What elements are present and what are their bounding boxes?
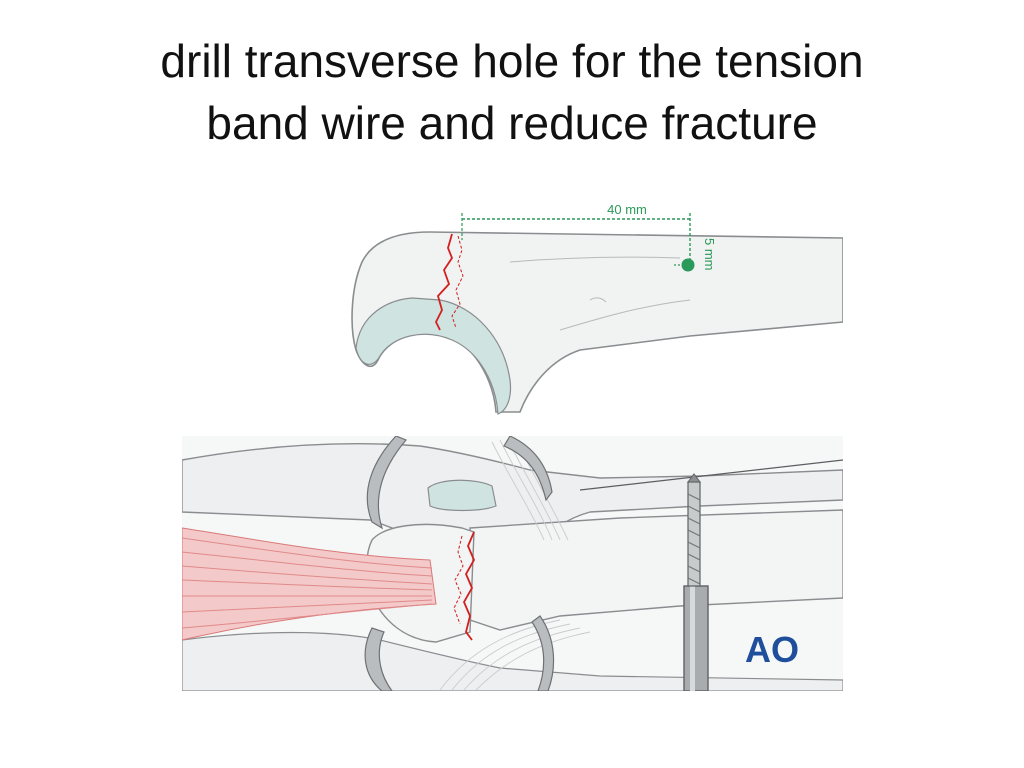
drill-shaft [683, 585, 709, 691]
horizontal-distance-label: 40 mm [607, 202, 647, 217]
drill-hole-marker [681, 258, 695, 272]
reduction-clamp [364, 436, 555, 691]
trochlear-cartilage [355, 297, 512, 415]
drill-bit [683, 473, 709, 691]
drill-shaft-highlight [690, 586, 695, 691]
fracture-line-dashed [453, 535, 464, 625]
top-panel-ulna [351, 231, 843, 415]
slide-title: drill transverse hole for the tension ba… [60, 30, 964, 154]
slide-title-line-1: drill transverse hole for the tension [160, 35, 864, 87]
bone-surface-line [559, 299, 691, 331]
articular-cartilage [427, 479, 497, 512]
drill-point [687, 473, 701, 483]
vertical-distance-label: 5 mm [702, 238, 717, 271]
drill-fluted-tip [687, 481, 701, 587]
fracture-line-reduced [462, 531, 476, 641]
triceps-fibers [182, 537, 433, 629]
guide-wire [579, 459, 843, 491]
measurement-guides: 40 mm 5 mm [461, 202, 717, 272]
bottom-panel-reduction [182, 436, 843, 691]
clamp-jaw-lower [364, 627, 393, 691]
fracture-line-posterior [451, 235, 464, 329]
slide-title-line-2: band wire and reduce fracture [206, 97, 818, 149]
clamp-jaw-lower-right [531, 615, 555, 691]
ao-logo: AO [745, 629, 799, 670]
clamp-jaw-upper-right [503, 436, 553, 502]
fracture-line [434, 233, 454, 331]
bone-surface-line [509, 256, 681, 263]
bone-surface-line [589, 297, 607, 303]
triceps-muscle [182, 527, 437, 641]
clamp-jaw-upper [366, 436, 407, 530]
